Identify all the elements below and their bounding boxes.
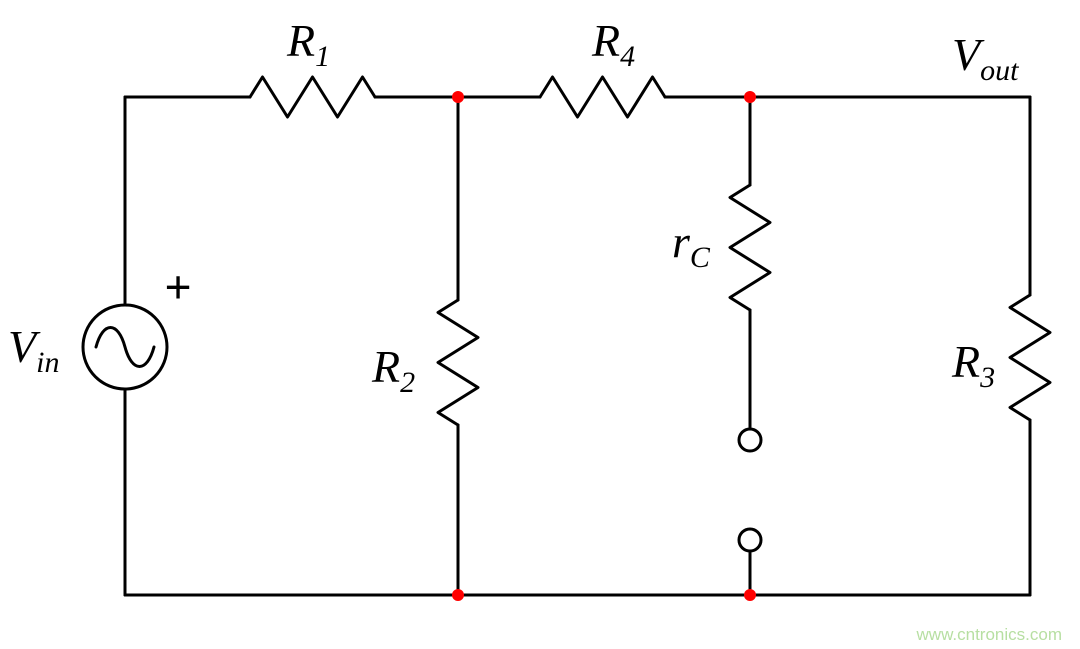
label-r3: R3 xyxy=(951,336,995,394)
node-dot-bottom-right xyxy=(744,589,756,601)
polarity-plus-sign: + xyxy=(164,261,191,314)
resistor-r2 xyxy=(436,298,480,427)
label-rc: rC xyxy=(672,216,711,274)
ac-source-circle xyxy=(81,303,169,391)
open-terminal-bottom xyxy=(737,527,763,553)
node-dot-top-left xyxy=(452,91,464,103)
watermark: www.cntronics.com xyxy=(916,625,1062,644)
node-dot-bottom-left xyxy=(452,589,464,601)
node-dot-top-right xyxy=(744,91,756,103)
label-r4: R4 xyxy=(591,15,635,73)
label-r2: R2 xyxy=(371,341,415,399)
resistor-r4 xyxy=(538,75,667,119)
label-r1: R1 xyxy=(286,15,330,73)
label-vin: Vin xyxy=(8,321,59,379)
resistor-rc xyxy=(728,183,772,312)
resistor-r3 xyxy=(1008,293,1052,422)
ac-source-sine-icon xyxy=(94,326,156,368)
open-terminal-top xyxy=(737,427,763,453)
label-vout: Vout xyxy=(952,29,1019,87)
ac-source xyxy=(81,303,169,391)
resistor-r1 xyxy=(248,75,377,119)
